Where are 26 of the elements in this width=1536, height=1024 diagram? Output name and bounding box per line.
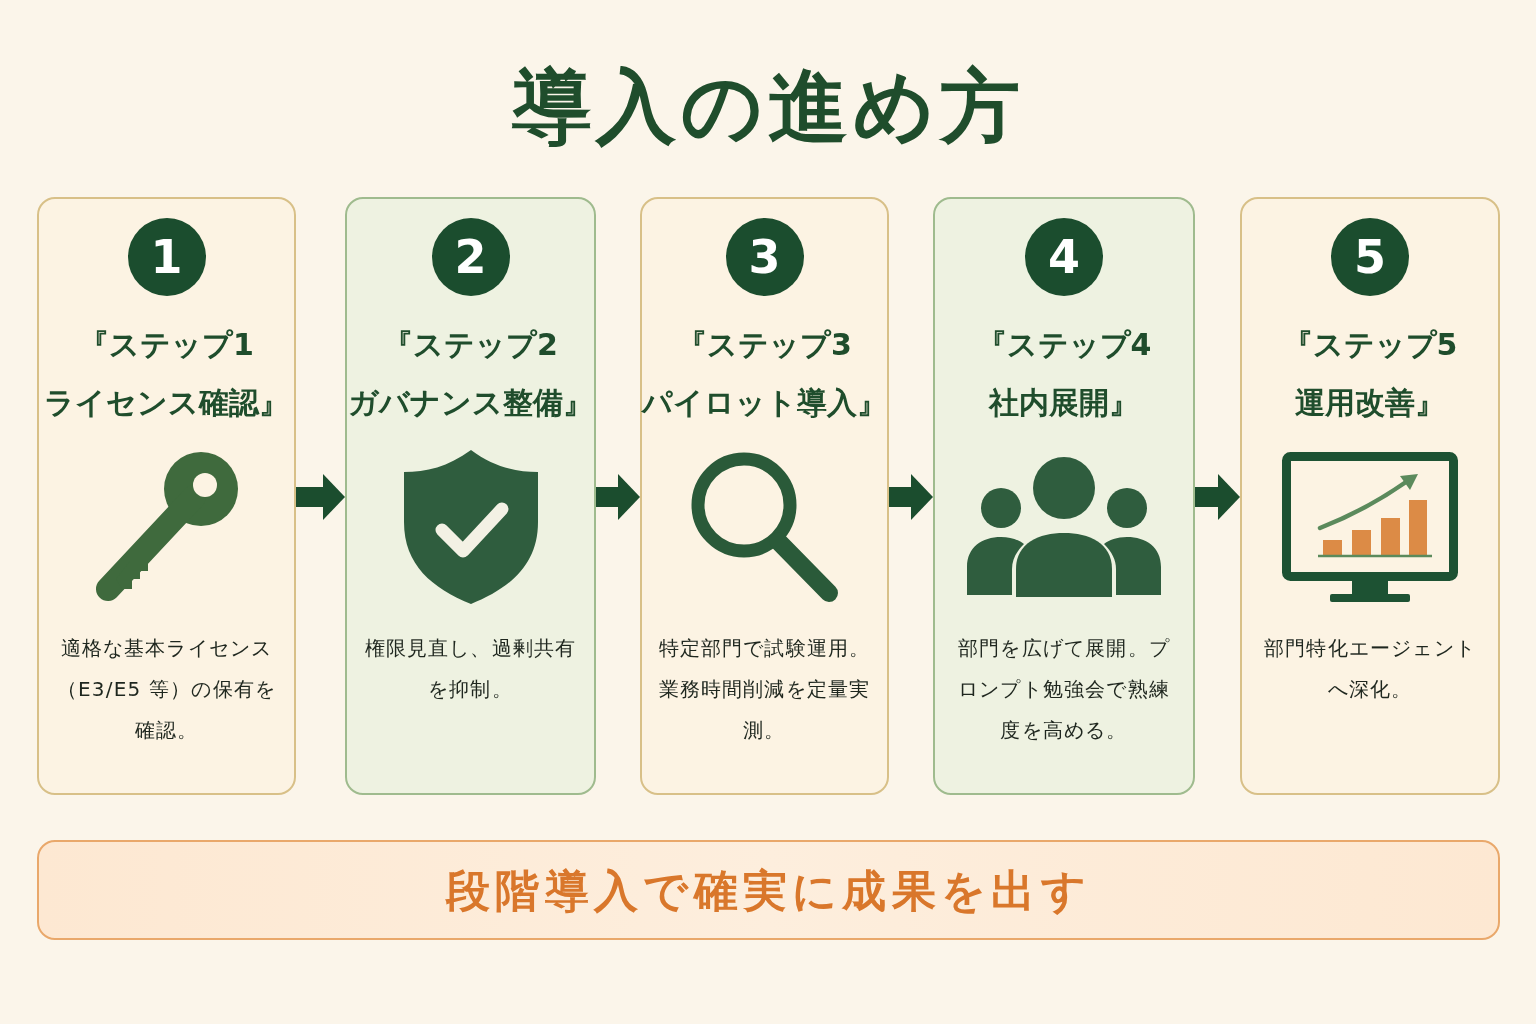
step-number: 4 bbox=[1025, 218, 1103, 296]
step-card bbox=[345, 197, 596, 795]
step-description: 部門を広げて展開。プロンプト勉強会で熟練度を高める。 bbox=[957, 635, 1171, 744]
step-heading: 『ステップ2ガバナンス整備』 bbox=[348, 326, 593, 422]
step-heading: 『ステップ1ライセンス確認』 bbox=[44, 326, 289, 422]
step-heading: 『ステップ3パイロット導入』 bbox=[642, 326, 887, 422]
arrow bbox=[889, 474, 933, 520]
step-description: 部門特化エージェントへ深化。 bbox=[1263, 635, 1477, 703]
step-description: 権限見直し、過剰共有を抑制。 bbox=[363, 635, 578, 703]
step-card bbox=[37, 197, 296, 795]
arrow bbox=[1195, 474, 1240, 520]
step-number: 2 bbox=[431, 218, 510, 296]
title: 導入の進め方 bbox=[510, 59, 1026, 155]
step-number: 5 bbox=[1331, 218, 1409, 296]
summary-banner bbox=[37, 840, 1500, 940]
banner-text: 段階導入で確実に成果を出す bbox=[446, 863, 1091, 918]
step-description: 適格な基本ライセンス（E3/E5 等）の保有を確認。 bbox=[55, 635, 278, 744]
step-number: 1 bbox=[127, 218, 206, 296]
step-heading: 『ステップ4社内展開』 bbox=[976, 326, 1152, 422]
arrow bbox=[296, 474, 345, 520]
step-card bbox=[1240, 197, 1500, 795]
step-description: 特定部門で試験運用。業務時間削減を定量実測。 bbox=[657, 635, 872, 744]
step-card bbox=[933, 197, 1195, 795]
step-number: 3 bbox=[725, 218, 804, 296]
step-card bbox=[640, 197, 889, 795]
step-heading: 『ステップ5運用改善』 bbox=[1282, 326, 1458, 422]
